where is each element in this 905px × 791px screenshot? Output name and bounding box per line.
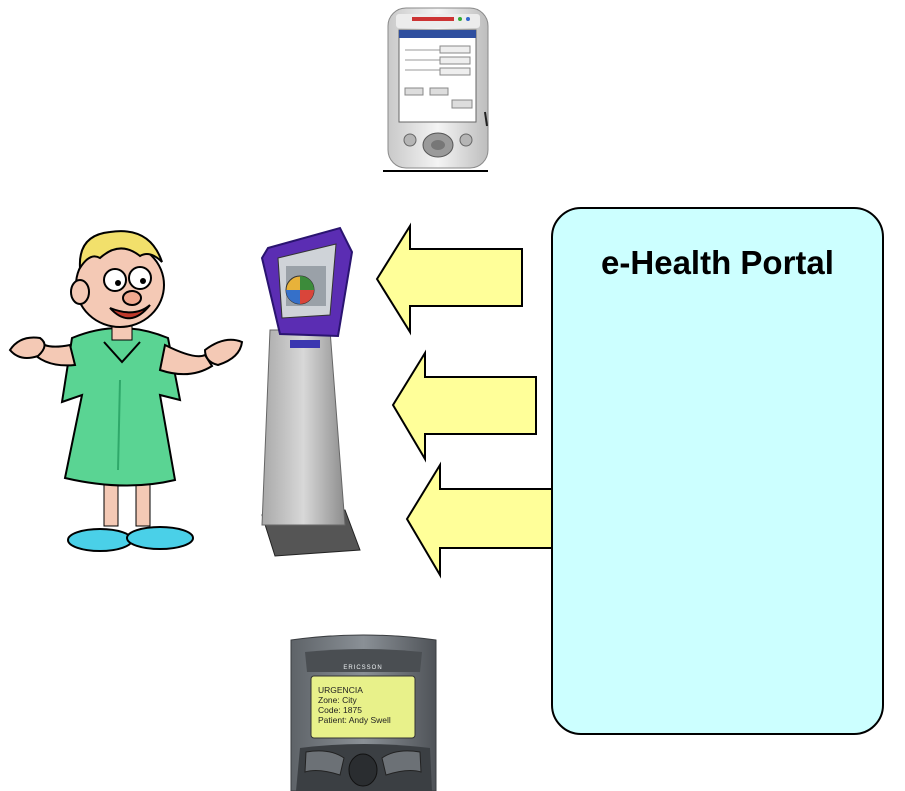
arrow-top	[375, 222, 523, 336]
pda-icon	[383, 7, 489, 172]
phone-screen-line: URGENCIA	[318, 685, 363, 695]
mobile-phone-icon	[290, 634, 437, 791]
phone-screen-text: URGENCIA Zone: City Code: 1875 Patient: …	[318, 685, 414, 725]
ehealth-portal-box	[551, 207, 884, 735]
phone-brand-label: ERICSSON	[343, 665, 383, 671]
phone-screen-line: Zone: City	[318, 695, 357, 705]
phone-screen-line: Code: 1875	[318, 705, 362, 715]
patient-cartoon-icon	[8, 230, 244, 552]
portal-title: e-Health Portal	[601, 244, 834, 281]
phone-screen-line: Patient: Andy Swell	[318, 715, 391, 725]
arrow-middle	[391, 349, 537, 463]
arrow-bottom	[405, 461, 553, 579]
kiosk-terminal-icon	[260, 226, 361, 557]
